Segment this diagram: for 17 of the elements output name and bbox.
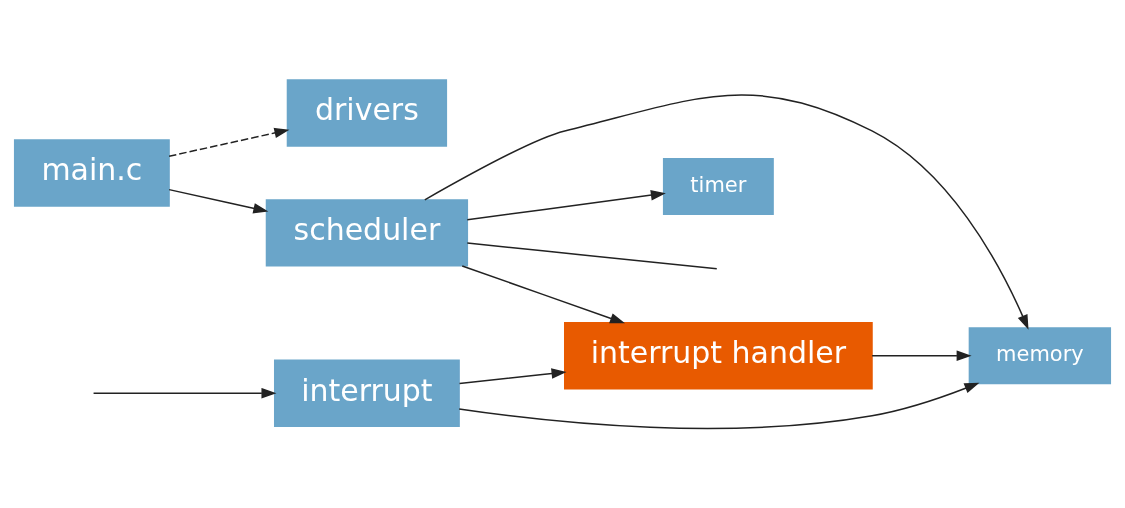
arrow bbox=[871, 350, 972, 361]
node-box: memory bbox=[968, 326, 1112, 384]
arrow bbox=[168, 127, 290, 157]
arrow bbox=[168, 188, 269, 213]
node-box: main.c bbox=[13, 138, 170, 207]
node-box: interrupt handler bbox=[564, 321, 873, 389]
arrow bbox=[461, 264, 625, 323]
node-box: interrupt bbox=[274, 359, 460, 427]
arrow bbox=[458, 367, 567, 384]
arrow bbox=[466, 189, 666, 220]
connector bbox=[466, 241, 718, 270]
node-box: scheduler bbox=[265, 198, 469, 267]
arrow bbox=[424, 93, 1029, 330]
node-box: drivers bbox=[286, 78, 448, 147]
arrow bbox=[92, 387, 277, 398]
arrow bbox=[458, 382, 980, 429]
node-box: timer bbox=[662, 157, 774, 215]
